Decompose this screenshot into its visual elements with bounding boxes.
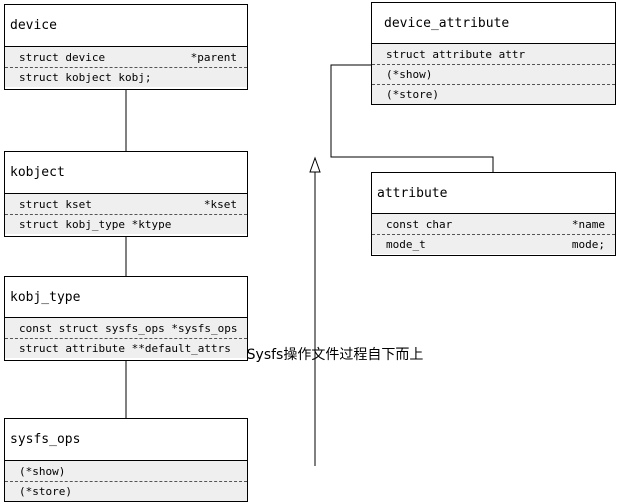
device-attribute-struct-fields: struct attribute attr (*show) (*store)	[372, 44, 615, 104]
sysfs-ops-struct-box: sysfs_ops (*show) (*store)	[4, 418, 248, 502]
sysfs-ops-struct-title: sysfs_ops	[5, 419, 247, 461]
field-type: struct attribute **default_attrs	[19, 342, 231, 355]
field-type: (*show)	[19, 464, 66, 478]
field-type: (*store)	[19, 485, 72, 498]
field-type: struct attribute attr	[386, 47, 526, 61]
sysfs-ops-struct-fields: (*show) (*store)	[5, 461, 247, 501]
field-name: *parent	[190, 50, 237, 64]
kobject-struct-box: kobject struct kset *kset struct kobj_ty…	[4, 151, 248, 237]
field-row: struct device *parent	[5, 47, 247, 67]
attribute-struct-box: attribute const char *name mode_t mode;	[371, 172, 616, 256]
device-struct-title: device	[5, 5, 247, 47]
field-type: (*show)	[386, 68, 433, 81]
field-type: mode_t	[386, 238, 426, 251]
field-type: const char	[386, 217, 453, 231]
device-struct-fields: struct device *parent struct kobject kob…	[5, 47, 247, 87]
field-row: (*store)	[372, 84, 615, 104]
field-type: struct device	[19, 50, 106, 64]
direction-arrow-head	[309, 156, 321, 173]
device-attribute-struct-title: device_attribute	[372, 3, 615, 44]
device-struct-box: device struct device *parent struct kobj…	[4, 4, 248, 90]
device-attribute-struct-box: device_attribute struct attribute attr (…	[371, 2, 616, 105]
kobj-type-struct-fields: const struct sysfs_ops *sysfs_ops struct…	[5, 318, 247, 358]
field-row: const struct sysfs_ops *sysfs_ops	[5, 318, 247, 338]
field-row: const char *name	[372, 214, 615, 234]
field-row: struct kset *kset	[5, 194, 247, 214]
field-type: struct kset	[19, 197, 92, 211]
field-row: (*show)	[372, 64, 615, 84]
field-row: struct attribute **default_attrs	[5, 338, 247, 358]
kobj-type-struct-title: kobj_type	[5, 277, 247, 318]
field-row: struct kobject kobj;	[5, 67, 247, 87]
field-row: (*show)	[5, 461, 247, 481]
kobject-struct-fields: struct kset *kset struct kobj_type *ktyp…	[5, 194, 247, 234]
field-type: const struct sysfs_ops *sysfs_ops	[19, 321, 238, 335]
field-name: *kset	[203, 197, 237, 211]
kobject-struct-title: kobject	[5, 152, 247, 194]
connector-device-attribute-attribute	[330, 64, 494, 172]
field-type: (*store)	[386, 88, 439, 101]
flow-direction-caption: Sysfs操作文件过程自下而上	[246, 347, 424, 363]
field-row: struct attribute attr	[372, 44, 615, 64]
field-row: (*store)	[5, 481, 247, 501]
attribute-struct-title: attribute	[372, 173, 615, 214]
field-type: struct kobj_type *ktype	[19, 218, 172, 231]
field-row: mode_t mode;	[372, 234, 615, 254]
field-name: mode;	[571, 238, 605, 251]
field-name: *name	[571, 217, 605, 231]
attribute-struct-fields: const char *name mode_t mode;	[372, 214, 615, 254]
field-type: struct kobject kobj;	[19, 71, 152, 84]
field-row: struct kobj_type *ktype	[5, 214, 247, 234]
kobj-type-struct-box: kobj_type const struct sysfs_ops *sysfs_…	[4, 276, 248, 361]
